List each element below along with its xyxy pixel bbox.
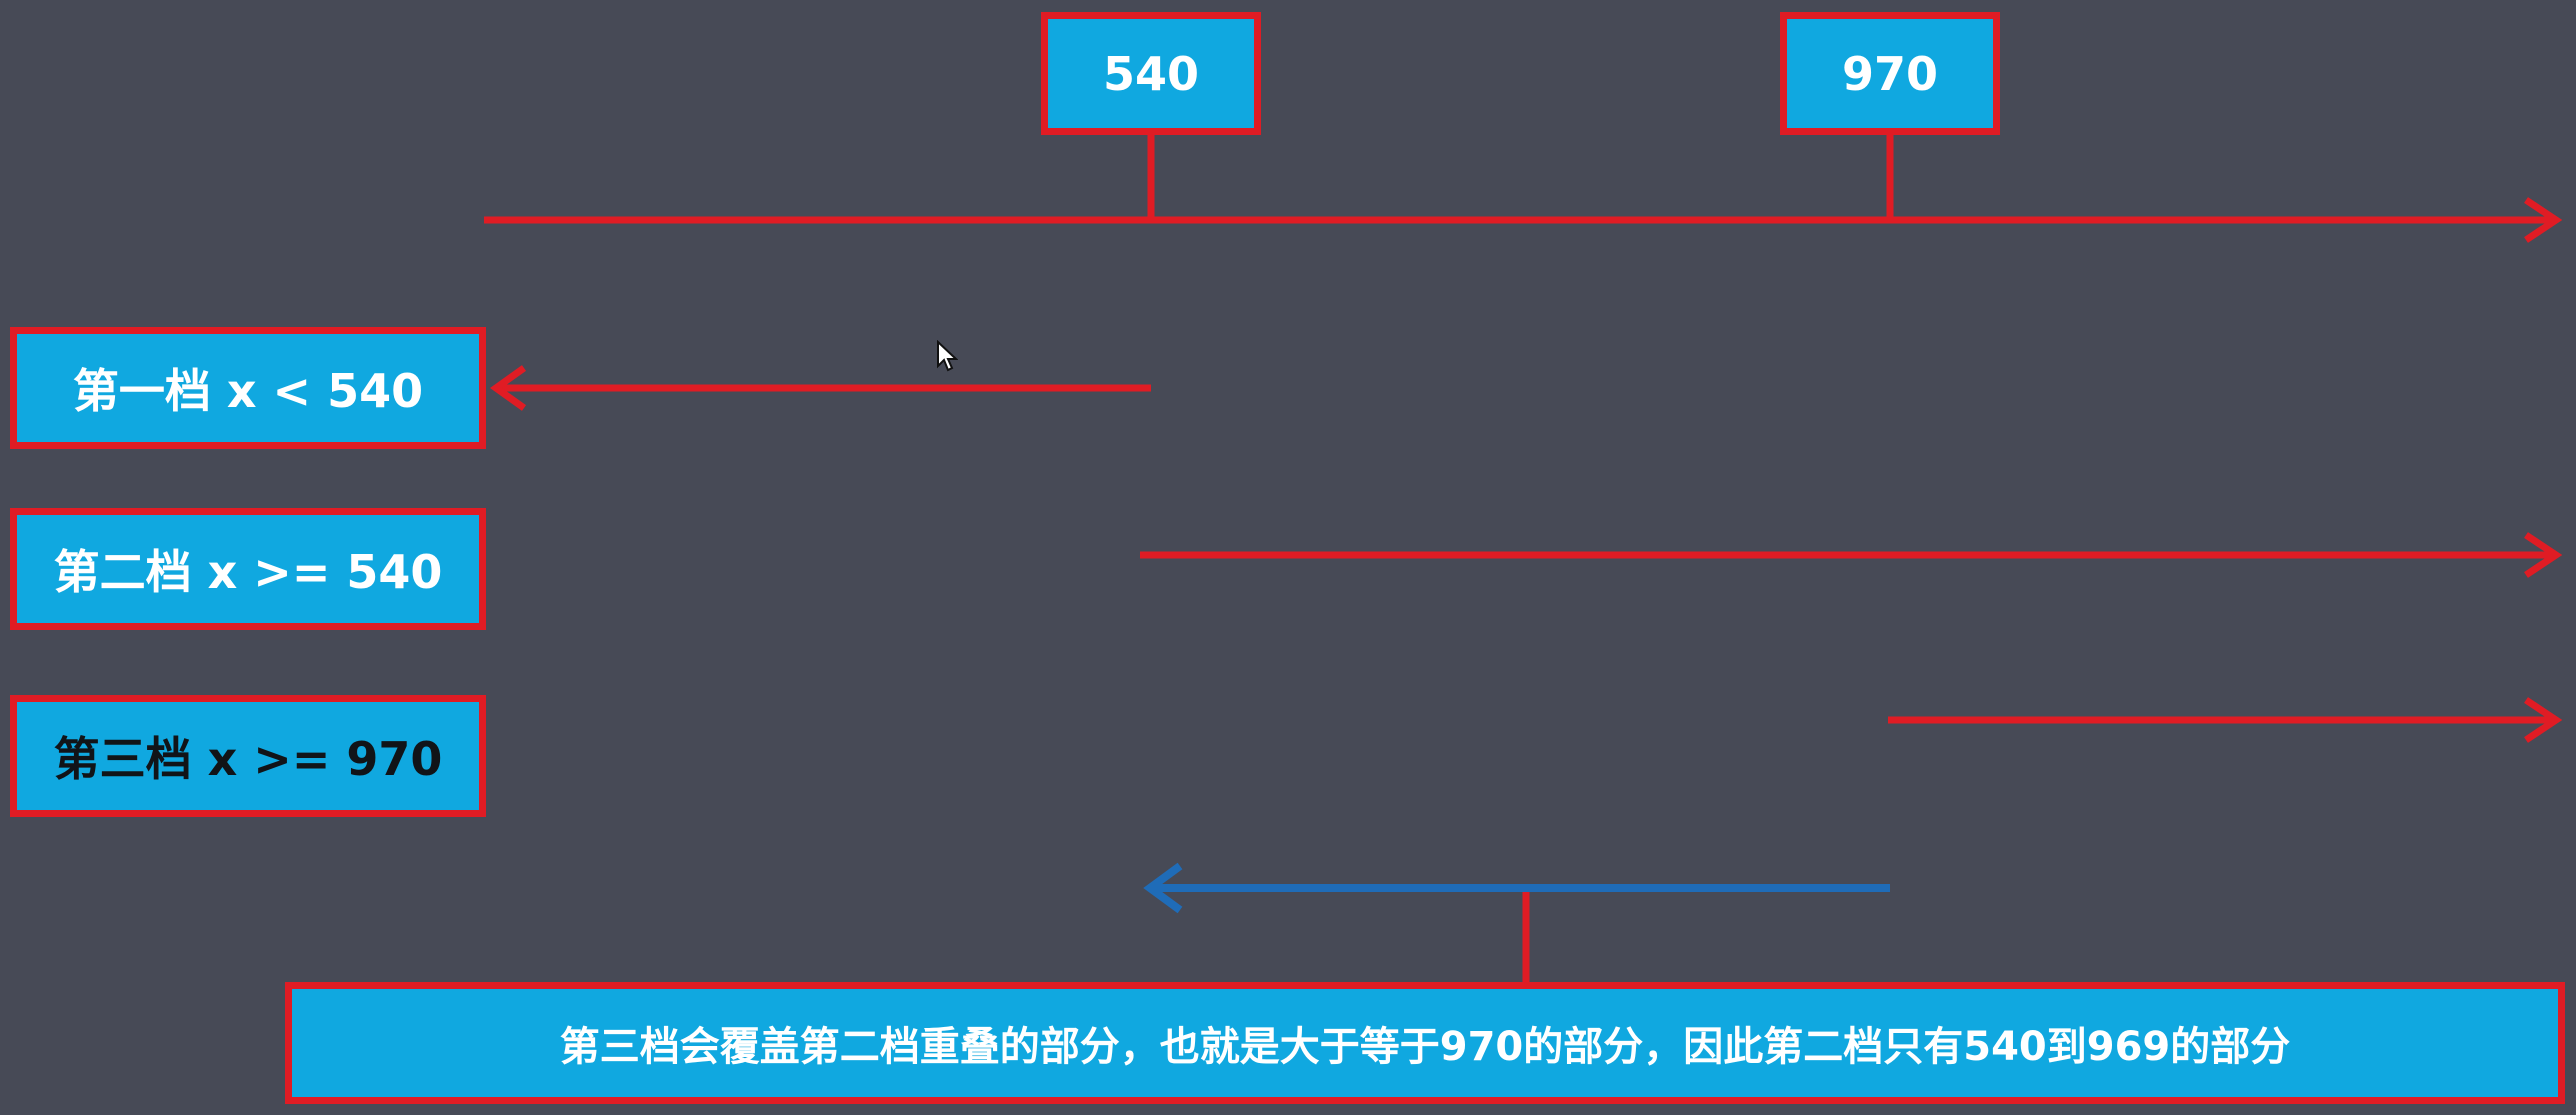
tier-1-label: 第一档 x < 540 (72, 364, 424, 418)
mouse-cursor-icon (937, 340, 958, 372)
tier-3-label: 第三档 x >= 970 (53, 732, 443, 786)
note-text: 第三档会覆盖第二档重叠的部分，也就是大于等于970的部分，因此第二档只有540到… (559, 1024, 2291, 1070)
tier-2-label: 第二档 x >= 540 (53, 545, 443, 599)
tier-2-box: 第二档 x >= 540 (10, 508, 486, 630)
marker-970-box: 970 (1780, 12, 2000, 135)
number-line-arrowhead (2524, 197, 2563, 243)
marker-540-box: 540 (1041, 12, 1261, 135)
overlap-arrowhead (1143, 862, 1183, 914)
tier-1-box: 第一档 x < 540 (10, 327, 486, 449)
marker-540-label: 540 (1102, 46, 1200, 101)
marker-970-label: 970 (1841, 46, 1939, 101)
tier-1-arrowhead (489, 365, 527, 411)
tier-3-arrowhead (2524, 697, 2563, 743)
tier-2-arrowhead (2524, 532, 2563, 578)
note-box: 第三档会覆盖第二档重叠的部分，也就是大于等于970的部分，因此第二档只有540到… (285, 982, 2565, 1104)
tier-3-box: 第三档 x >= 970 (10, 695, 486, 817)
